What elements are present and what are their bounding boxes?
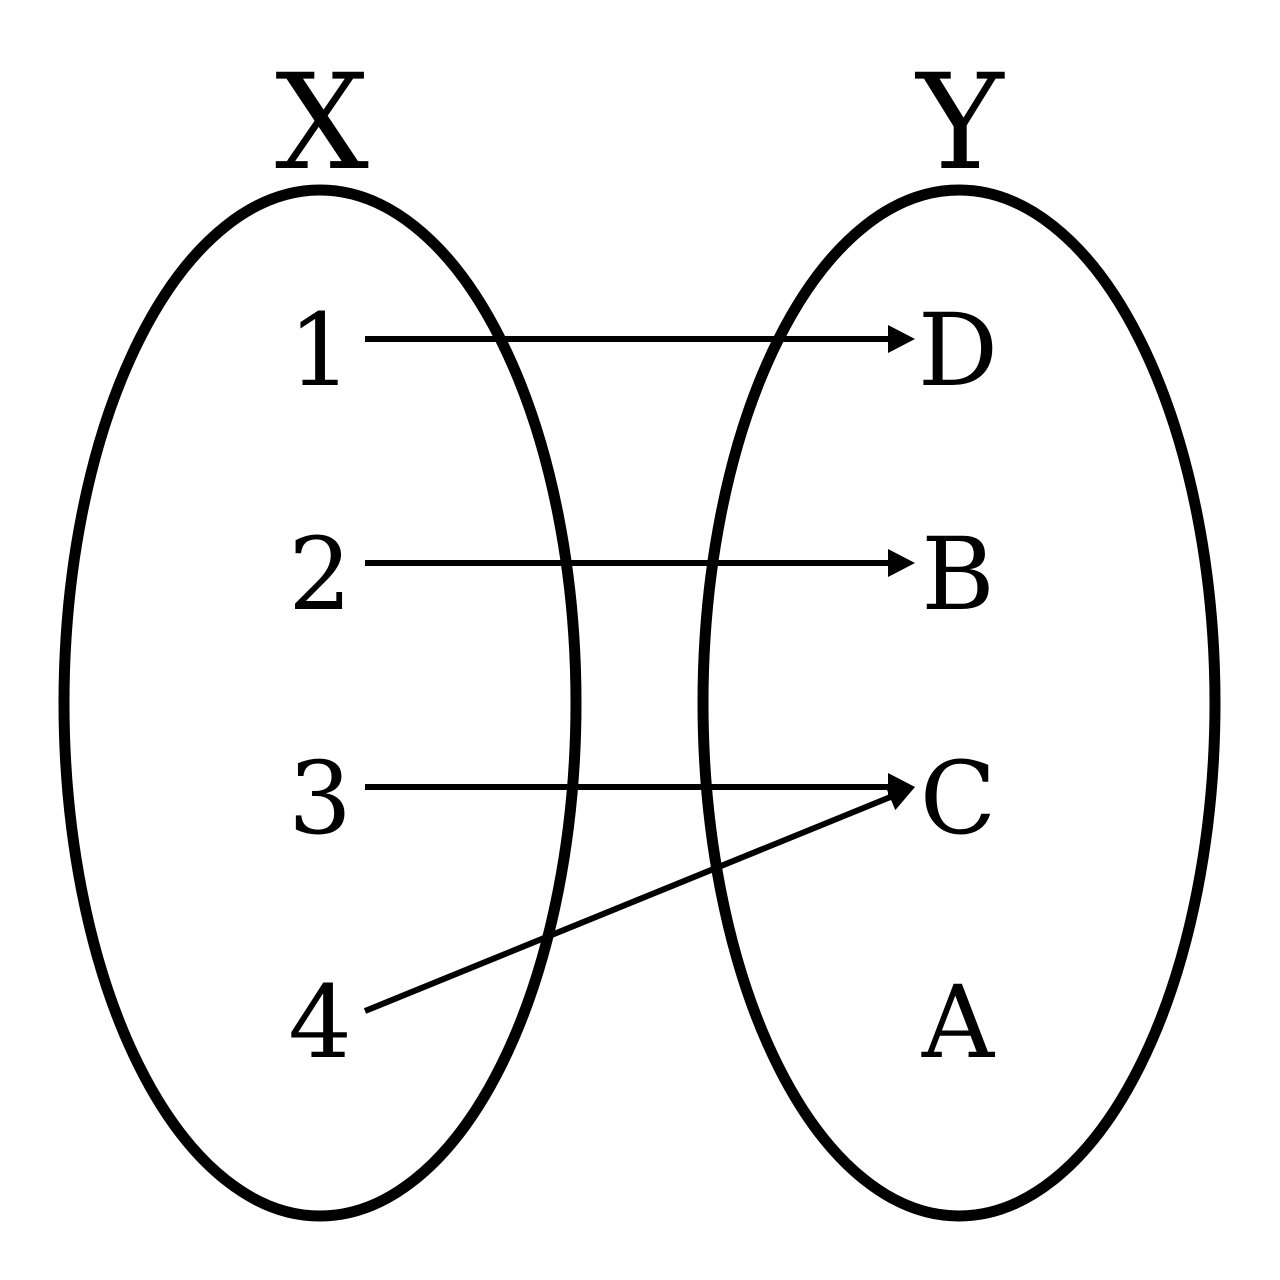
- y-element: C: [920, 740, 997, 857]
- mapping-arrow-line: [363, 793, 893, 1014]
- arrowhead-icon: [888, 325, 915, 353]
- set-y-ellipse: [697, 184, 1221, 1222]
- set-x-ellipse: [58, 184, 582, 1222]
- x-element: 1: [288, 292, 352, 409]
- y-element: A: [921, 964, 996, 1081]
- y-element: D: [918, 292, 998, 409]
- x-element: 4: [288, 964, 352, 1081]
- arrowhead-icon: [884, 784, 915, 811]
- set-y-label: Y: [914, 46, 1005, 200]
- set-x-label: X: [275, 46, 369, 200]
- arrowhead-icon: [888, 549, 915, 577]
- y-element: B: [921, 516, 995, 633]
- x-element: 3: [288, 740, 352, 857]
- x-element: 2: [288, 516, 352, 633]
